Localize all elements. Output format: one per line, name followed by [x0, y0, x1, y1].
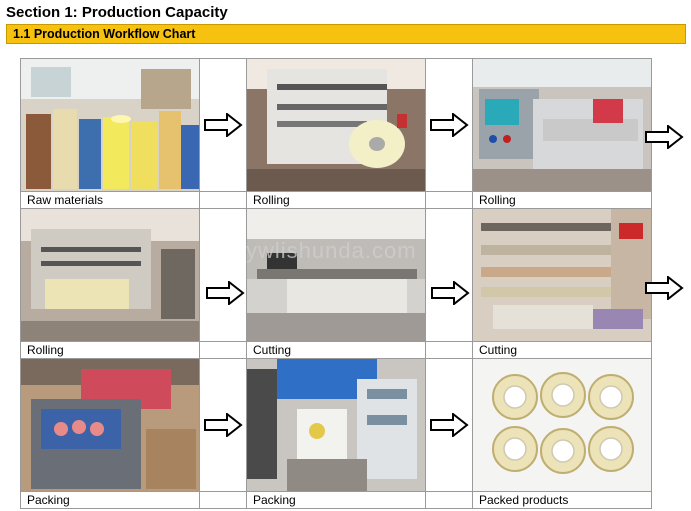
cutting-photo-1 — [247, 209, 425, 341]
rolling-photo-3 — [21, 209, 199, 341]
caption: Cutting — [472, 341, 652, 359]
caption: Rolling — [246, 191, 426, 209]
packed-products-photo — [473, 359, 651, 491]
photo-cell — [20, 208, 200, 342]
packing-photo-1 — [21, 359, 199, 491]
caption: Packing — [246, 491, 426, 509]
subsection-bar: 1.1 Production Workflow Chart — [6, 24, 686, 44]
caption: Packed products — [472, 491, 652, 509]
table-row — [20, 358, 652, 492]
table-row: Raw materials Rolling Rolling — [20, 191, 652, 209]
rolling-photo-1 — [247, 59, 425, 191]
photo-cell — [246, 58, 426, 192]
arrow-right-icon — [645, 125, 684, 149]
photo-cell — [472, 208, 652, 342]
arrow-right-icon — [430, 113, 469, 137]
subsection-title: 1.1 Production Workflow Chart — [13, 27, 196, 41]
arrow-cell — [199, 358, 247, 492]
photo-cell — [20, 58, 200, 192]
arrow-right-icon — [204, 413, 243, 437]
caption: Packing — [20, 491, 200, 509]
packing-photo-2 — [247, 359, 425, 491]
caption: Cutting — [246, 341, 426, 359]
arrow-right-icon — [431, 281, 470, 305]
arrow-cell — [425, 58, 473, 192]
rolling-photo-2 — [473, 59, 651, 191]
caption: Rolling — [472, 191, 652, 209]
caption: Raw materials — [20, 191, 200, 209]
section-title: Section 1: Production Capacity — [6, 4, 228, 21]
workflow-table: Raw materials Rolling Rolling — [20, 58, 652, 509]
photo-cell — [246, 358, 426, 492]
table-row: Rolling Cutting Cutting — [20, 341, 652, 359]
raw-materials-photo — [21, 59, 199, 191]
caption: Rolling — [20, 341, 200, 359]
photo-cell — [472, 58, 652, 192]
photo-cell — [246, 208, 426, 342]
arrow-cell — [199, 58, 247, 192]
table-row — [20, 58, 652, 192]
table-row: Packing Packing Packed products — [20, 491, 652, 509]
arrow-right-icon — [206, 281, 245, 305]
photo-cell — [20, 358, 200, 492]
photo-cell — [472, 358, 652, 492]
table-row — [20, 208, 652, 342]
arrow-right-icon — [645, 276, 684, 300]
arrow-right-icon — [430, 413, 469, 437]
watermark: ywlishunda.com — [246, 238, 417, 263]
arrow-cell — [425, 358, 473, 492]
cutting-photo-2 — [473, 209, 651, 341]
arrow-right-icon — [204, 113, 243, 137]
